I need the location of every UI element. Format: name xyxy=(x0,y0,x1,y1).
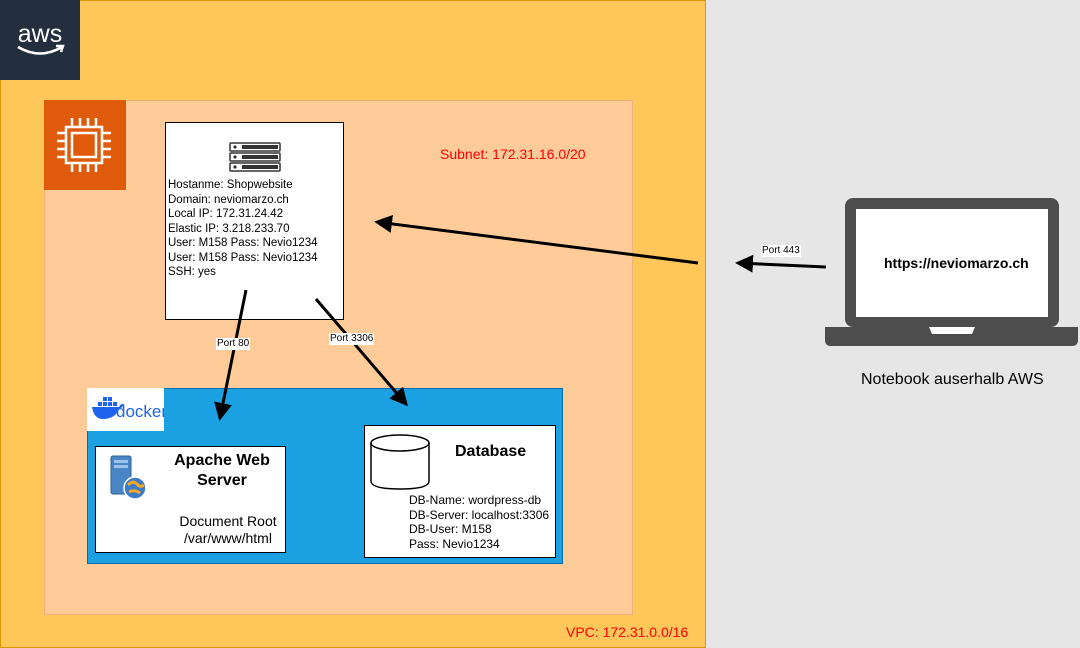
apache-document-root: Document Root /var/www/html xyxy=(170,513,286,547)
docker-whale-icon: docker xyxy=(87,388,167,431)
subnet-label: Subnet: 172.31.16.0/20 xyxy=(440,146,586,162)
db-user: DB-User: M158 xyxy=(409,522,492,536)
server-ssh: SSH: yes xyxy=(168,266,216,278)
apache-doc-root-label: Document Root xyxy=(179,513,277,529)
server-local-ip: Local IP: 172.31.24.42 xyxy=(168,208,284,220)
port-80-label: Port 80 xyxy=(216,338,251,350)
server-hostname: Hostanme: Shopwebsite xyxy=(168,179,293,191)
aws-logo-text: aws xyxy=(18,20,62,48)
server-elastic-ip: Elastic IP: 3.218.233.70 xyxy=(168,222,290,235)
laptop-icon[interactable] xyxy=(825,196,1078,347)
server-rack-icon xyxy=(228,141,282,173)
apache-doc-root-path: /var/www/html xyxy=(184,530,272,546)
vpc-label: VPC: 172.31.0.0/16 xyxy=(566,624,689,640)
apache-title: Apache Web Server xyxy=(174,452,270,489)
server-user-1: User: M158 Pass: Nevio1234 xyxy=(168,237,318,249)
laptop-url: https://neviomarzo.ch xyxy=(884,255,1029,271)
web-server-icon xyxy=(107,454,149,502)
docker-logo-text: docker xyxy=(116,402,164,421)
server-domain: Domain: neviomarzo.ch xyxy=(168,193,289,206)
notebook-caption: Notebook auserhalb AWS xyxy=(861,371,1044,388)
port-443-label: Port 443 xyxy=(761,245,801,257)
aws-logo-icon: aws xyxy=(0,0,80,80)
port-3306-label: Port 3306 xyxy=(329,333,375,345)
server-info: Hostanme: Shopwebsite Domain: neviomarzo… xyxy=(168,178,340,280)
ec2-chip-icon xyxy=(44,100,126,190)
database-title: Database xyxy=(455,443,527,460)
db-server: DB-Server: localhost:3306 xyxy=(409,507,550,522)
server-user-2: User: M158 Pass: Nevio1234 xyxy=(168,251,318,264)
db-pass: Pass: Nevio1234 xyxy=(409,536,500,551)
database-cylinder-icon xyxy=(368,429,432,493)
database-info: DB-Name: wordpress-db DB-Server: localho… xyxy=(409,493,549,551)
db-name: DB-Name: wordpress-db xyxy=(409,493,542,507)
